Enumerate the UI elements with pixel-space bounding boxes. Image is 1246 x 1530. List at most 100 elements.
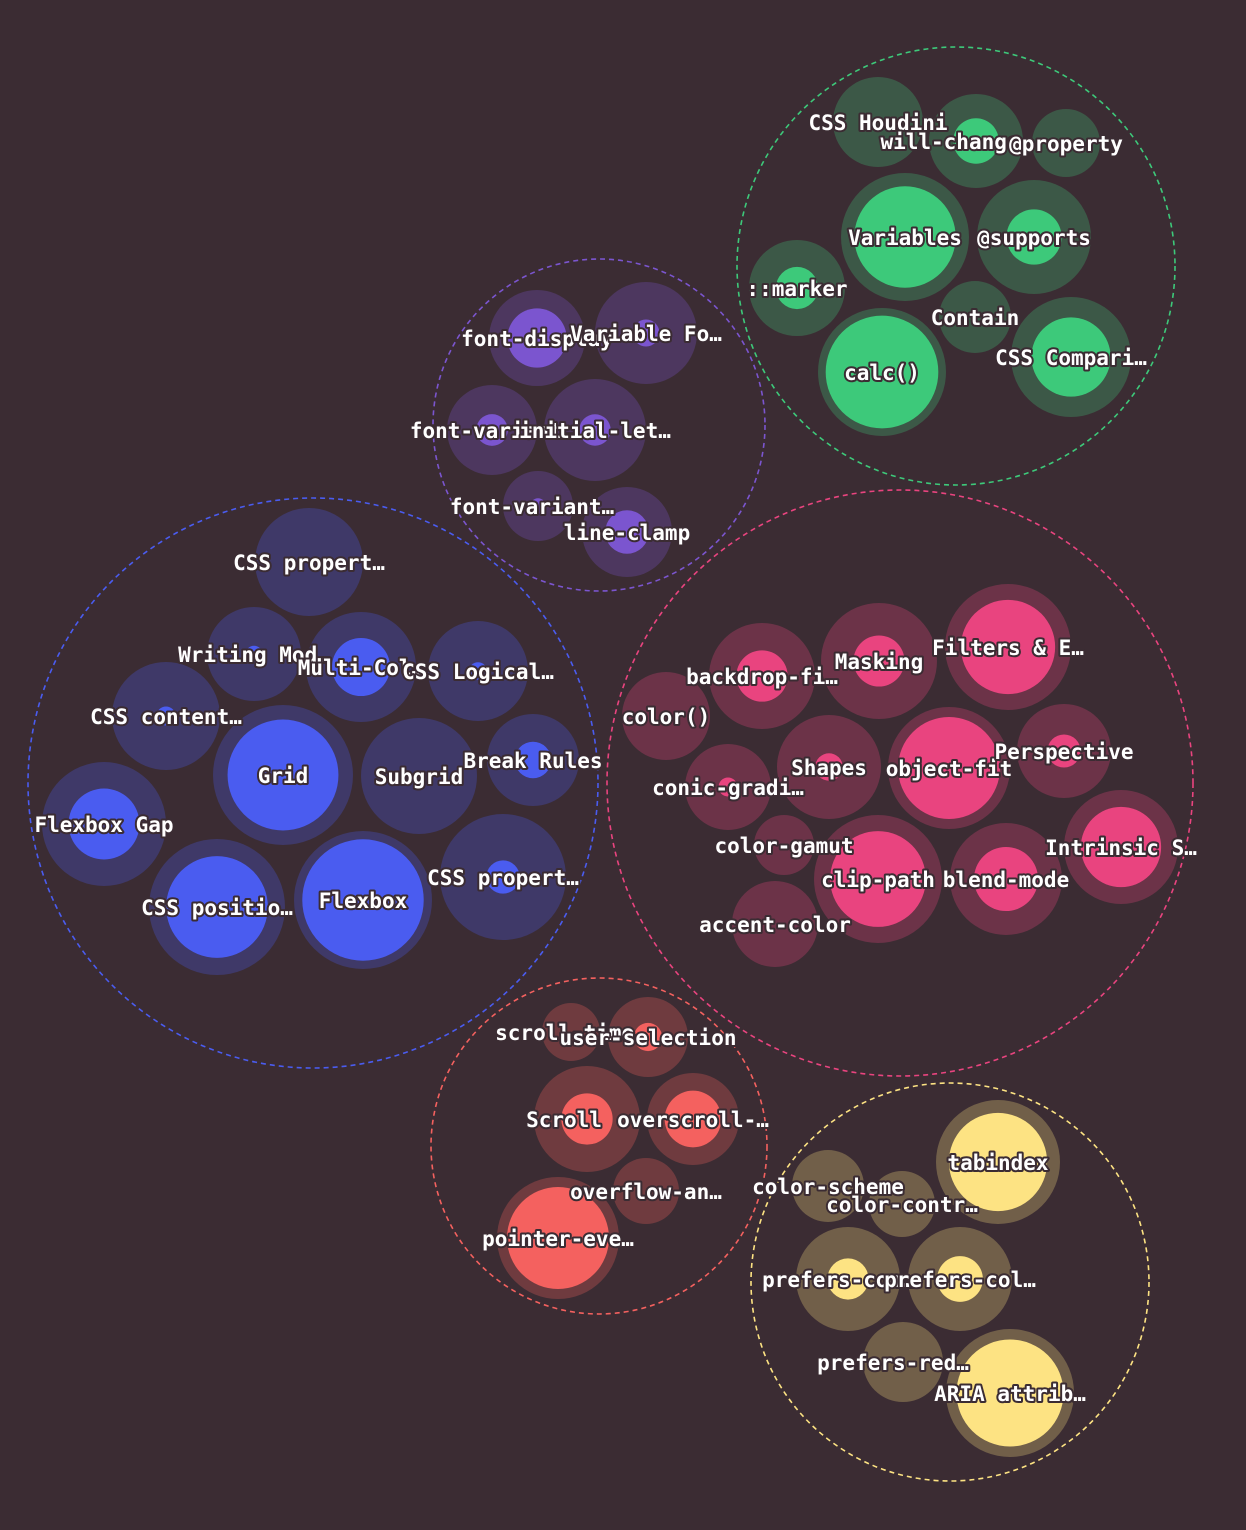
bubble-label-variables: Variables xyxy=(848,226,962,250)
bubble-label-will-change: will-change xyxy=(880,130,1019,154)
bubble-label-scroll: Scroll xyxy=(526,1108,602,1132)
bubble-fill-intrinsic-s xyxy=(1080,806,1162,888)
bubble-label-blend-mode: blend-mode xyxy=(943,868,1069,892)
bubble-fill-filters-e xyxy=(960,599,1056,695)
labels-layer: CSS propert… Writing Mod…Multi-Col…CSS Lo… xyxy=(32,109,1199,1408)
bubble-label-css-propert: CSS propert… xyxy=(233,551,385,575)
bubble-label-flexbox: Flexbox xyxy=(319,889,408,913)
bubble-fill-css-logical xyxy=(469,662,487,680)
bubble-fill-css-positio xyxy=(166,856,268,958)
cluster-ring-scroll xyxy=(430,977,768,1315)
bubble-label-line-clamp: line-clamp xyxy=(564,521,690,545)
bubble-fill-flexbox xyxy=(302,839,424,961)
bubble-property[interactable] xyxy=(1032,109,1100,177)
bubble-label-property: @property xyxy=(1009,132,1123,156)
bubble-css-propert[interactable] xyxy=(255,508,363,616)
bubble-fill-flexbox-gap xyxy=(68,788,140,860)
cluster-ring-typography xyxy=(432,258,766,592)
bubble-fill-pointer-eve xyxy=(507,1187,609,1289)
bubble-subgrid[interactable] xyxy=(361,718,477,834)
bubble-color[interactable] xyxy=(622,672,710,760)
bubble-fill-css-compari xyxy=(1031,317,1111,397)
bubble-label-css-compari: CSS Compari… xyxy=(995,346,1147,370)
bubble-label-font-display: font-display xyxy=(461,327,613,351)
bubble-accent-color[interactable] xyxy=(732,881,818,967)
bubble-fill-multi-col xyxy=(331,637,391,697)
bubble-label-calc: calc() xyxy=(844,361,920,385)
bubble-label-conic-gradi: conic-gradi… xyxy=(652,776,804,800)
bubbles-layer xyxy=(42,77,1178,1457)
bubble-label-grid: Grid xyxy=(258,764,309,788)
bubble-fill-marker xyxy=(775,266,819,310)
bubble-label-masking: Masking xyxy=(835,650,924,674)
bubble-fill-object-fit xyxy=(898,717,1000,819)
bubble-color-contr[interactable] xyxy=(869,1171,935,1237)
bubble-label-backdrop-fi: backdrop-fi… xyxy=(686,665,838,689)
bubble-scroll-time[interactable] xyxy=(542,1003,600,1061)
bubble-label-overscroll: overscroll-… xyxy=(617,1108,769,1132)
bubble-fill-css-content xyxy=(156,706,176,726)
bubble-label-color-contr: color-contr… xyxy=(826,1193,978,1217)
bubble-overflow-an[interactable] xyxy=(613,1158,679,1224)
bubble-label-shapes: Shapes xyxy=(791,756,867,780)
bubble-fill-line-clamp xyxy=(605,510,649,554)
bubble-label-multi-col: Multi-Col… xyxy=(298,656,425,680)
bubble-label-subgrid: Subgrid xyxy=(375,765,464,789)
bubble-fill-blend-mode xyxy=(973,846,1039,912)
bubble-label-initial-let: initial-let… xyxy=(519,419,671,443)
bubble-label-writing-mod: Writing Mod… xyxy=(178,643,330,667)
bubble-fill-break-rules xyxy=(514,741,552,779)
bubble-label-font-variant: font-variant… xyxy=(410,419,575,443)
bubble-fill-font-variant xyxy=(530,498,546,514)
bubble-color-scheme[interactable] xyxy=(792,1150,864,1222)
bubble-fill-conic-gradi xyxy=(718,777,738,797)
bubble-label-prefers-con: prefers-con… xyxy=(762,1268,914,1292)
bubble-fill-variables xyxy=(854,186,956,288)
bubble-fill-tabindex xyxy=(948,1112,1048,1212)
bubble-fill-perspective xyxy=(1047,734,1081,768)
bubble-label-css-houdini: CSS Houdini xyxy=(808,111,947,135)
bubble-fill-user-selection xyxy=(633,1022,663,1052)
bubble-label-intrinsic-s: Intrinsic S… xyxy=(1045,836,1197,860)
bubble-fill-prefers-con xyxy=(827,1258,869,1300)
bubble-label-pointer-eve: pointer-eve… xyxy=(482,1227,634,1251)
bubble-contain[interactable] xyxy=(939,281,1011,353)
bubble-color-gamut[interactable] xyxy=(754,815,814,875)
bubble-fill-masking xyxy=(853,635,905,687)
bubble-label-break-rules: Break Rules xyxy=(463,749,602,773)
bubble-fill-grid xyxy=(227,719,339,831)
bubble-fill-aria-attrib xyxy=(956,1339,1064,1447)
clusters: CSS propert… Writing Mod…Multi-Col…CSS Lo… xyxy=(27,46,1199,1482)
bubble-label-prefers-red: prefers-red… xyxy=(817,1351,969,1375)
bubble-label-user-selection: user-selection xyxy=(559,1026,736,1050)
bubble-prefers-red[interactable] xyxy=(863,1322,943,1402)
cluster-ring-layout xyxy=(27,497,599,1069)
bubble-fill-backdrop-fi xyxy=(736,650,788,702)
bubble-label-css-logical: CSS Logical… xyxy=(402,660,554,684)
bubble-label-color: color() xyxy=(622,705,711,729)
bubble-label-aria-attrib: ARIA attrib… xyxy=(934,1382,1086,1406)
bubble-label-css-content: CSS content… xyxy=(90,705,242,729)
bubble-label-overflow-an: overflow-an… xyxy=(570,1180,722,1204)
bubble-css-houdini[interactable] xyxy=(833,77,923,167)
bubble-label-flexbox-gap: Flexbox Gap xyxy=(34,813,173,837)
bubble-fill-variable-fo xyxy=(632,319,660,347)
bubble-fill-writing-mod xyxy=(245,645,263,663)
bubble-label-filters-e: Filters & E… xyxy=(932,636,1084,660)
bubble-fill-scroll xyxy=(561,1093,613,1145)
bubble-fill-font-display xyxy=(507,308,567,368)
bubble-fill-will-change xyxy=(953,118,999,164)
bubble-label-color-scheme: color-scheme xyxy=(752,1175,904,1199)
bubble-label-clip-path: clip-path xyxy=(821,868,935,892)
bubble-fill-initial-let xyxy=(579,414,611,446)
bubble-fill-clip-path xyxy=(830,831,926,927)
bubble-label-font-variant: font-variant… xyxy=(450,495,615,519)
bubble-fill-css-propert xyxy=(486,860,520,894)
bubble-label-perspective: Perspective xyxy=(994,740,1133,764)
bubble-label-prefers-col: prefers-col… xyxy=(884,1268,1036,1292)
bubble-label-css-positio: CSS positio… xyxy=(141,896,293,920)
bubble-fill-shapes xyxy=(815,753,843,781)
cluster-ring-visual xyxy=(606,489,1194,1077)
bubble-label-tabindex: tabindex xyxy=(947,1151,1049,1175)
